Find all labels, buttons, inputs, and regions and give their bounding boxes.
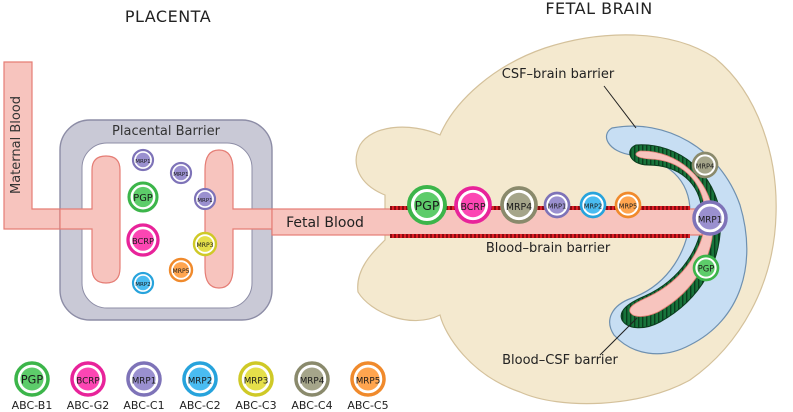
legend-gene-label: ABC-B1	[12, 399, 53, 412]
blood-csf-leader	[599, 317, 638, 356]
transporter-label: MRP1	[135, 159, 150, 165]
transporter-core	[696, 156, 714, 174]
legend-item-bcrp: BCRP	[70, 361, 106, 397]
transporter-core	[506, 192, 532, 218]
bbb-bcrp: BCRP	[454, 186, 492, 224]
transporter-core	[548, 196, 566, 214]
placenta-maternal-branch	[59, 155, 121, 284]
transporter-core	[197, 236, 213, 252]
blood-csf-barrier-label: Blood–CSF barrier	[502, 353, 618, 368]
transporter-label: MRP1	[698, 215, 723, 225]
legend-item-mrp1: MRP1	[126, 361, 162, 397]
transporter-core	[197, 191, 213, 207]
placenta-right-mrp1: MRP1	[193, 187, 217, 211]
choroid-mrp4: MRP4	[691, 151, 719, 179]
placenta-left-mrp2: MRP2	[131, 271, 155, 295]
transporter-label: MRP1	[173, 172, 188, 178]
legend-gene-label: ABC-C3	[235, 399, 276, 412]
transporter-core	[20, 367, 44, 391]
legend-item-pgp: PGP	[14, 361, 50, 397]
transporter-core	[132, 367, 156, 391]
transporter-label: BCRP	[76, 376, 99, 386]
transporter-label: PGP	[415, 198, 440, 213]
transporter-label: MRP5	[356, 376, 381, 386]
transporter-label: MRP2	[188, 376, 213, 386]
fetal-brain-heading: FETAL BRAIN	[545, 0, 652, 18]
transporter-core	[414, 192, 440, 218]
csf-brain-barrier-label: CSF–brain barrier	[502, 67, 615, 82]
transporter-label: MRP2	[135, 282, 150, 288]
legend-gene-label: ABC-C1	[123, 399, 164, 412]
transporter-core	[619, 196, 637, 214]
choroid-mrp1: MRP1	[692, 200, 728, 236]
transporter-core	[173, 165, 189, 181]
placenta-left-pgp: PGP	[127, 181, 159, 213]
transporter-label: MRP4	[300, 376, 325, 386]
transporter-core	[135, 275, 151, 291]
bbb-barrier-top	[390, 206, 690, 210]
legend-gene-label: ABC-G2	[67, 399, 109, 412]
blood-brain-barrier-label: Blood–brain barrier	[486, 241, 611, 256]
placenta-right-mrp1: MRP1	[169, 161, 193, 185]
legend-item-mrp5: MRP5	[350, 361, 386, 397]
placenta-heading: PLACENTA	[125, 7, 211, 26]
placenta-left-bcrp: BCRP	[126, 223, 160, 257]
transporter-label: MRP4	[696, 162, 714, 170]
transporter-core	[132, 186, 154, 208]
legend-item-mrp3: MRP3	[238, 361, 274, 397]
transporter-core	[698, 206, 722, 230]
transporter-core	[173, 262, 189, 278]
placenta-right-mrp5: MRP5	[168, 257, 194, 283]
transporter-core	[188, 367, 212, 391]
csf-brain-leader	[603, 85, 637, 129]
placental-barrier-label: Placental Barrier	[112, 124, 221, 139]
transporter-core	[356, 367, 380, 391]
bbb-mrp5: MRP5	[614, 191, 642, 219]
transporter-label: MRP3	[196, 242, 213, 249]
transporter-label: MRP2	[584, 202, 602, 210]
transporter-label: MRP5	[619, 202, 637, 210]
transporter-label: MRP1	[548, 202, 566, 210]
transporter-label: MRP5	[172, 268, 189, 275]
transporter-core	[460, 192, 486, 218]
legend-item-mrp2: MRP2	[182, 361, 218, 397]
legend-gene-label: ABC-C2	[179, 399, 220, 412]
legend-gene-label: ABC-C5	[347, 399, 388, 412]
transporter-core	[76, 367, 100, 391]
legend-gene-label: ABC-C4	[291, 399, 332, 412]
bbb-pgp: PGP	[407, 185, 447, 225]
bbb-barrier-bottom	[390, 234, 690, 238]
legend-item-mrp4: MRP4	[294, 361, 330, 397]
transporter-core	[132, 229, 154, 251]
transporter-label: MRP1	[132, 376, 157, 386]
maternal-blood-label: Maternal Blood	[9, 96, 24, 194]
placenta-right-mrp3: MRP3	[192, 231, 218, 257]
transporter-core	[697, 259, 715, 277]
transporter-core	[244, 367, 268, 391]
bbb-mrp4: MRP4	[500, 186, 538, 224]
transporter-label: BCRP	[461, 202, 486, 213]
choroid-pgp: PGP	[692, 254, 720, 282]
placenta-left-mrp1: MRP1	[131, 148, 155, 172]
transporter-core	[135, 152, 151, 168]
transporter-core	[584, 196, 602, 214]
transporter-label: PGP	[133, 193, 152, 204]
transporter-label: MRP3	[244, 376, 269, 386]
transporter-label: BCRP	[132, 236, 154, 246]
transporter-label: MRP1	[197, 198, 212, 204]
transporter-label: PGP	[698, 263, 715, 273]
fetal-blood-label: Fetal Blood	[286, 215, 364, 231]
bbb-mrp1: MRP1	[543, 191, 571, 219]
transporter-label: PGP	[21, 373, 43, 386]
transporter-core	[300, 367, 324, 391]
transporter-label: MRP4	[506, 202, 532, 213]
bbb-mrp2: MRP2	[579, 191, 607, 219]
